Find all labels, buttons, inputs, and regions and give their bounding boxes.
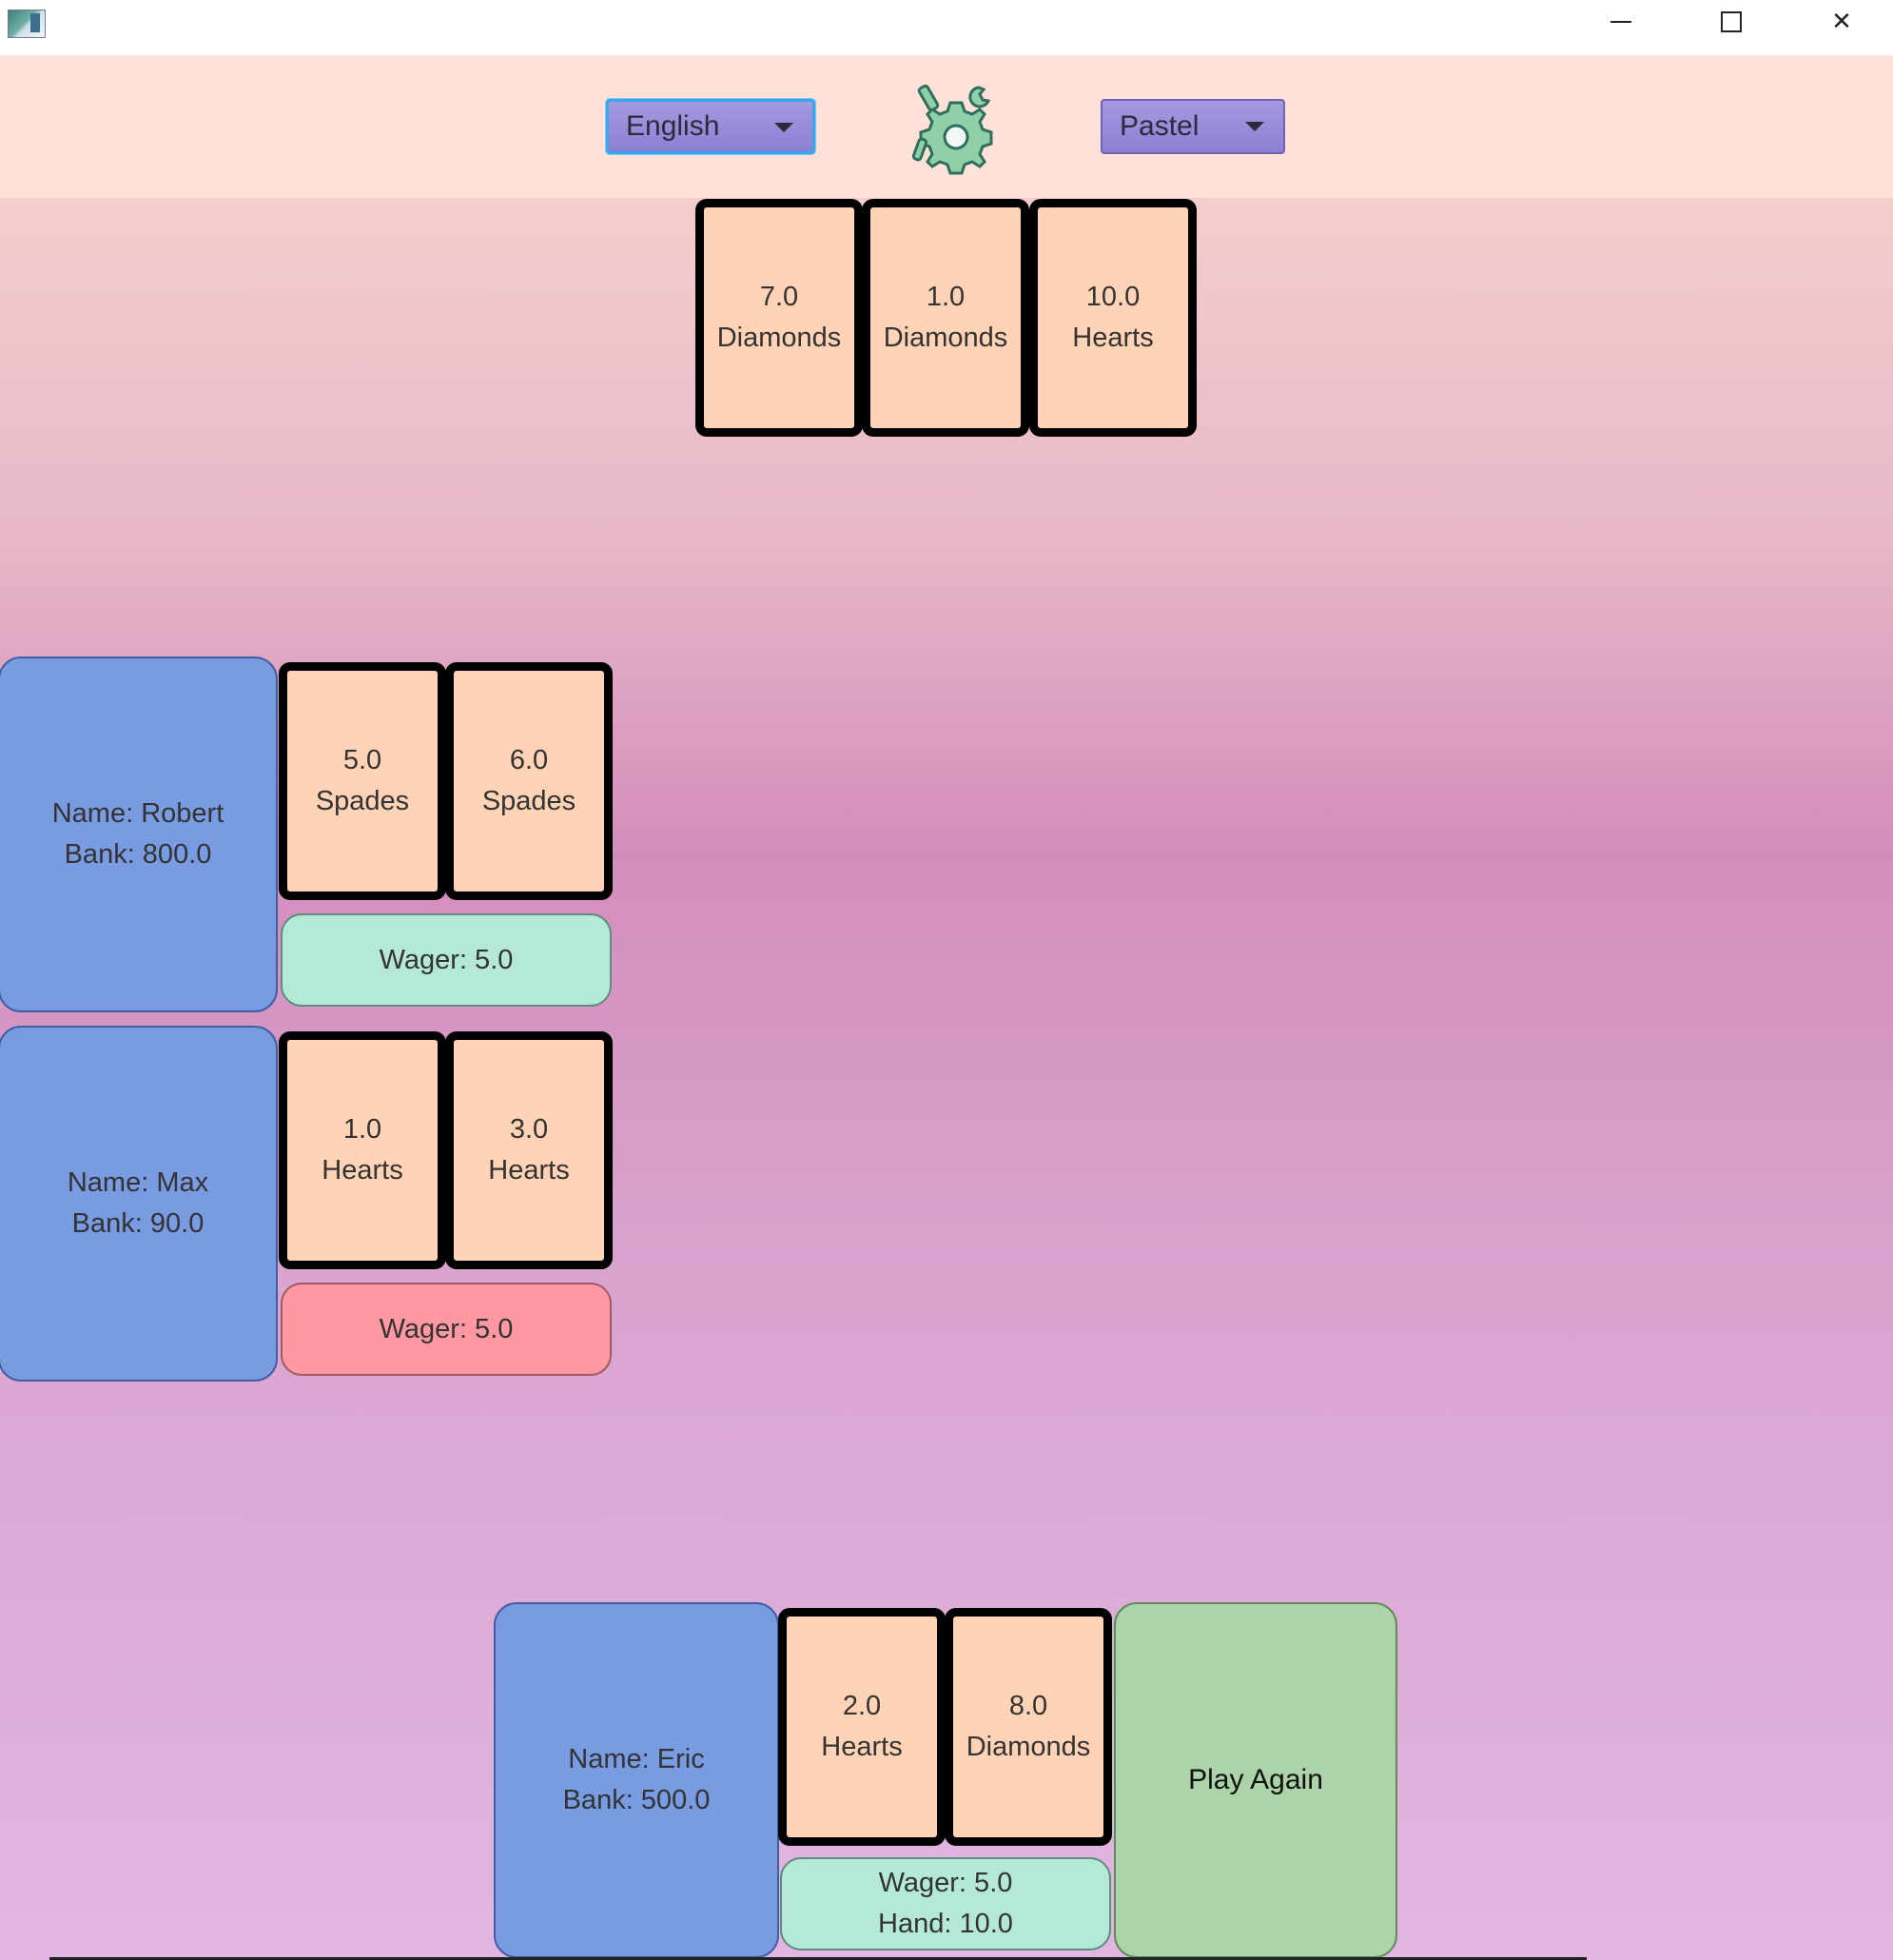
player-info-eric: Name: Eric Bank: 500.0 [494,1602,779,1958]
card-value: 5.0 [342,745,382,775]
close-icon: ✕ [1831,8,1852,36]
user-card: 8.0 Diamonds [945,1608,1112,1846]
card-suit: Diamonds [883,323,1008,353]
wager-badge-max: Wager: 5.0 [281,1283,612,1376]
dealer-card: 7.0 Diamonds [695,199,863,437]
card-suit: Spades [481,786,576,816]
wager-text: Wager: 5.0 [878,1868,1013,1898]
card-value: 8.0 [1008,1691,1048,1721]
hand-total: Hand: 10.0 [878,1909,1013,1939]
card-value: 10.0 [1085,282,1141,312]
bottom-border [49,1957,1587,1960]
player-info-max: Name: Max Bank: 90.0 [0,1026,278,1382]
game-table: English Pastel 7.0 Diamonds 1.0 Diamonds [0,55,1893,1960]
card-suit: Hearts [488,1155,570,1186]
card-suit: Diamonds [966,1732,1091,1762]
player-name: Name: Max [67,1167,209,1198]
player-info-robert: Name: Robert Bank: 800.0 [0,657,278,1012]
dealer-card: 1.0 Diamonds [862,199,1029,437]
player-card: 1.0 Hearts [279,1031,446,1269]
minimize-button[interactable] [1566,0,1676,44]
maximize-icon [1721,11,1742,32]
card-suit: Diamonds [716,323,842,353]
dealer-card: 10.0 Hearts [1029,199,1197,437]
close-button[interactable]: ✕ [1786,0,1893,44]
wager-badge-eric: Wager: 5.0 Hand: 10.0 [780,1857,1111,1950]
card-value: 3.0 [509,1114,549,1145]
player-name: Name: Robert [51,798,224,829]
card-value: 2.0 [842,1691,882,1721]
minimize-icon [1610,21,1631,23]
language-select-value: English [626,110,720,142]
player-card: 6.0 Spades [445,662,613,900]
wager-text: Wager: 5.0 [379,1313,514,1344]
card-suit: Hearts [322,1155,403,1186]
user-card: 2.0 Hearts [778,1608,946,1846]
settings-gear-icon[interactable] [908,82,1004,177]
play-again-button[interactable]: Play Again [1114,1602,1397,1958]
player-card: 5.0 Spades [279,662,446,900]
card-value: 1.0 [342,1114,382,1145]
card-suit: Spades [315,786,410,816]
player-card: 3.0 Hearts [445,1031,613,1269]
language-select[interactable]: English [606,99,815,154]
play-again-label: Play Again [1188,1764,1323,1795]
theme-select[interactable]: Pastel [1101,99,1285,154]
wager-badge-robert: Wager: 5.0 [281,913,612,1007]
player-bank: Bank: 800.0 [64,839,212,870]
card-suit: Hearts [1072,323,1154,353]
app-icon [8,10,46,38]
card-value: 1.0 [926,282,966,312]
maximize-button[interactable] [1676,0,1786,44]
chevron-down-icon [774,123,793,132]
player-bank: Bank: 500.0 [562,1785,711,1815]
card-suit: Hearts [821,1732,903,1762]
window-title-bar: ✕ [0,0,1893,55]
player-name: Name: Eric [568,1744,705,1774]
chevron-down-icon [1245,122,1264,131]
header-bar: English Pastel [0,55,1893,198]
card-value: 7.0 [759,282,799,312]
theme-select-value: Pastel [1120,110,1200,142]
card-value: 6.0 [509,745,549,775]
player-bank: Bank: 90.0 [71,1208,205,1239]
wager-text: Wager: 5.0 [379,944,514,975]
